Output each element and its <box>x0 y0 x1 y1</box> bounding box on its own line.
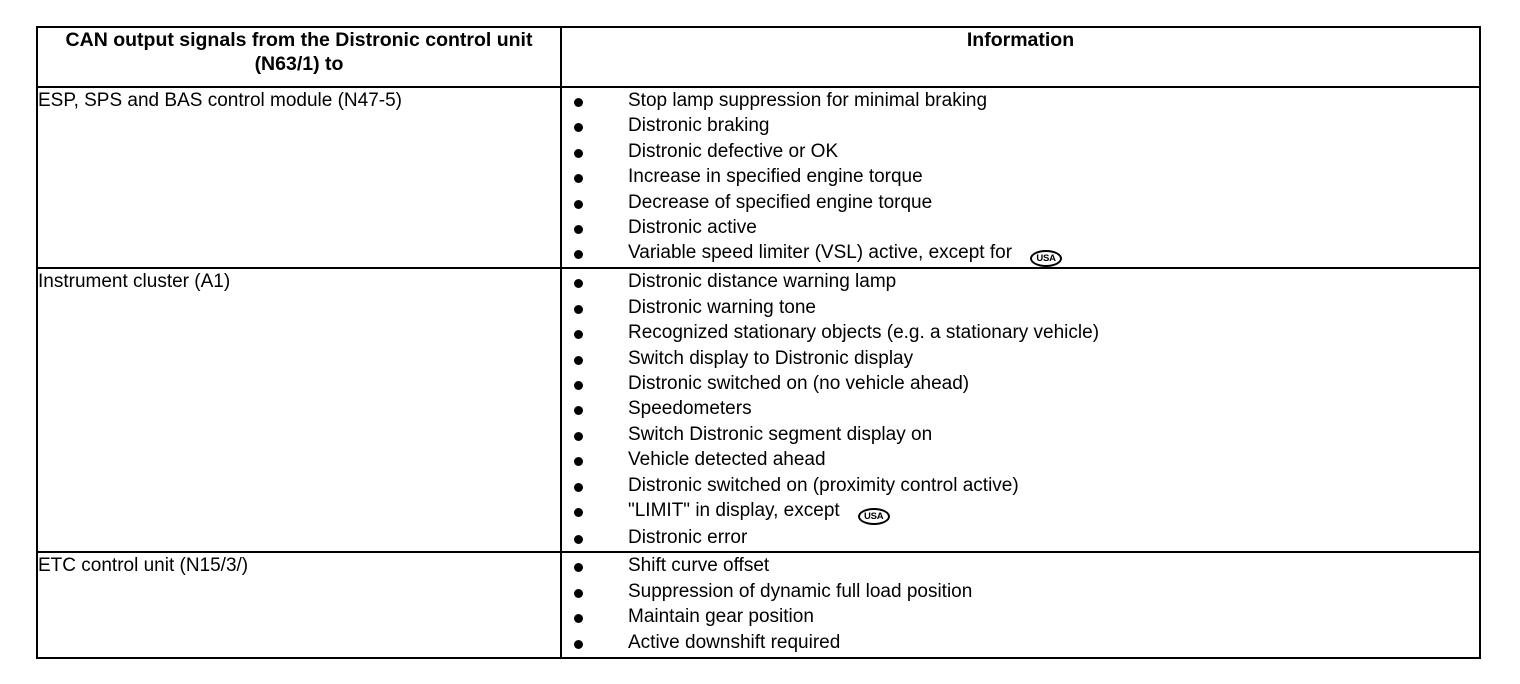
list-item-label: Distronic active <box>628 217 757 239</box>
bullet-dot-icon <box>574 508 583 518</box>
can-output-signals-table: CAN output signals from the Distronic co… <box>36 26 1481 660</box>
table-row: ESP, SPS and BAS control module (N47-5) S… <box>36 85 1481 270</box>
list-item-label: Vehicle detected ahead <box>628 449 826 471</box>
usa-badge-label: USA <box>863 511 884 523</box>
list-item: Active downshift required <box>562 630 1479 655</box>
list-item-label: Distronic defective or OK <box>628 140 839 162</box>
list-item: Increase in specified engine torque <box>562 164 1479 189</box>
list-item: Distronic distance warning lamp <box>562 269 1479 294</box>
list-item-label: Distronic braking <box>628 115 770 137</box>
table-body: ESP, SPS and BAS control module (N47-5) S… <box>36 85 1481 660</box>
bullet-dot-icon <box>574 535 583 545</box>
table-row: ETC control unit (N15/3/) Shift curve off… <box>36 551 1481 660</box>
list-item: Distronic warning tone <box>562 295 1479 320</box>
usa-badge-label: USA <box>1036 253 1056 265</box>
list-item-label: Shift curve offset <box>628 555 770 577</box>
bullet-dot-icon <box>574 250 583 260</box>
row-label: ESP, SPS and BAS control module (N47-5) <box>38 90 403 111</box>
list-item: Vehicle detected ahead <box>562 447 1479 472</box>
list-item-label: Decrease of specified engine torque <box>628 191 933 213</box>
list-item: Decrease of specified engine torque <box>562 190 1479 215</box>
bullet-dot-icon <box>574 330 583 340</box>
list-item: Stop lamp suppression for minimal brakin… <box>562 88 1479 113</box>
list-item-label: "LIMIT" in display, except <box>628 500 840 522</box>
list-item-label: Distronic switched on (no vehicle ahead) <box>628 373 970 395</box>
bullet-dot-icon <box>574 563 583 573</box>
bullet-dot-icon <box>574 199 583 209</box>
bullet-dot-icon <box>574 381 583 391</box>
bullet-dot-icon <box>574 123 583 133</box>
list-item: Switch Distronic segment display on <box>562 422 1479 447</box>
bullet-dot-icon <box>574 279 583 289</box>
list-item: Variable speed limiter (VSL) active, exc… <box>562 240 1479 268</box>
list-item-label: Maintain gear position <box>628 606 814 628</box>
row-label-cell: ETC control unit (N15/3/) <box>36 551 562 660</box>
bullet-dot-icon <box>574 406 583 416</box>
usa-badge-icon: USA <box>857 508 890 526</box>
column-header-information-label: Information <box>966 29 1075 51</box>
bullet-dot-icon <box>574 148 583 158</box>
row-label-cell: ESP, SPS and BAS control module (N47-5) <box>36 85 562 270</box>
list-item: Maintain gear position <box>562 604 1479 629</box>
row-label-cell: Instrument cluster (A1) <box>36 267 562 554</box>
list-item-label: Switch display to Distronic display <box>628 347 914 369</box>
bullet-dot-icon <box>574 457 583 467</box>
usa-badge-icon: USA <box>1030 250 1063 268</box>
header-row: CAN output signals from the Distronic co… <box>36 26 1481 88</box>
list-item-label: Switch Distronic segment display on <box>628 423 933 445</box>
list-item: Distronic braking <box>562 113 1479 138</box>
bullet-dot-icon <box>574 588 583 598</box>
bullet-dot-icon <box>574 98 583 107</box>
column-header-signal-source: CAN output signals from the Distronic co… <box>36 26 562 88</box>
list-item: Distronic active <box>562 215 1479 240</box>
bullet-dot-icon <box>574 174 583 184</box>
table-header: CAN output signals from the Distronic co… <box>36 26 1481 88</box>
list-item: Distronic defective or OK <box>562 139 1479 164</box>
bullet-dot-icon <box>574 355 583 365</box>
row-information-cell: Stop lamp suppression for minimal brakin… <box>560 85 1481 270</box>
bullet-dot-icon <box>574 431 583 441</box>
column-header-signal-source-label: CAN output signals from the Distronic co… <box>65 29 533 75</box>
column-header-information: Information <box>560 26 1481 88</box>
list-item-label: Distronic warning tone <box>628 296 816 318</box>
list-item: Shift curve offset <box>562 553 1479 578</box>
list-item-label: Active downshift required <box>628 631 841 653</box>
list-item-label: Increase in specified engine torque <box>628 166 923 188</box>
bullet-dot-icon <box>574 614 583 624</box>
list-item-label: Distronic error <box>628 527 748 549</box>
list-item-label: Distronic switched on (proximity control… <box>628 474 1019 496</box>
list-item: Distronic switched on (proximity control… <box>562 473 1479 498</box>
list-item-label: Recognized stationary objects (e.g. a st… <box>628 322 1100 344</box>
table-row: Instrument cluster (A1) Distronic distanc… <box>36 267 1481 554</box>
list-item: Switch display to Distronic display <box>562 346 1479 371</box>
row-label: ETC control unit (N15/3/) <box>38 555 249 577</box>
list-item: Recognized stationary objects (e.g. a st… <box>562 320 1479 345</box>
list-item-label: Variable speed limiter (VSL) active, exc… <box>628 242 1013 264</box>
row-label: Instrument cluster (A1) <box>38 271 231 293</box>
list-item: Distronic error <box>562 525 1479 550</box>
list-item-label: Stop lamp suppression for minimal brakin… <box>628 90 988 111</box>
list-item-label: Speedometers <box>628 398 752 420</box>
bullet-dot-icon <box>574 639 583 649</box>
list-item-label: Distronic distance warning lamp <box>628 271 897 293</box>
list-item: Distronic switched on (no vehicle ahead) <box>562 371 1479 396</box>
bullet-dot-icon <box>574 482 583 492</box>
bullet-dot-icon <box>574 304 583 314</box>
bullet-dot-icon <box>574 225 583 235</box>
list-item-label: Suppression of dynamic full load positio… <box>628 580 973 602</box>
information-bullet-list: Stop lamp suppression for minimal brakin… <box>562 88 1479 268</box>
list-item: Speedometers <box>562 396 1479 421</box>
list-item: Suppression of dynamic full load positio… <box>562 579 1479 604</box>
